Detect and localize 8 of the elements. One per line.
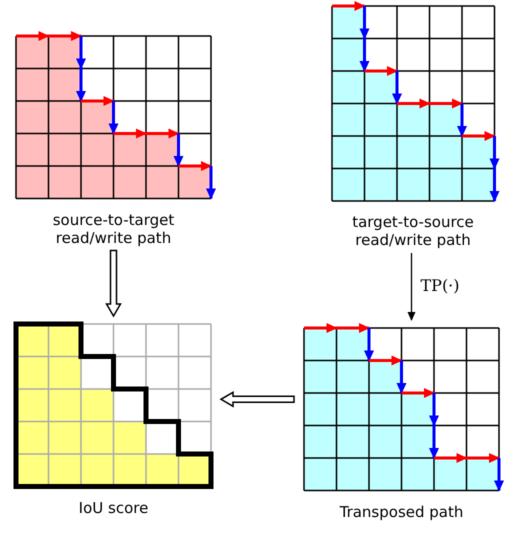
node-label: IoU score xyxy=(78,498,150,516)
node-label: target-to-source read/write path xyxy=(351,213,475,249)
node-label: Transposed path xyxy=(338,502,464,520)
node-label: source-to-target read/write path xyxy=(52,210,176,246)
arrow xyxy=(220,391,295,408)
arrow xyxy=(105,250,122,318)
arrow xyxy=(408,253,416,321)
edge-label: TP(·) xyxy=(420,276,461,294)
